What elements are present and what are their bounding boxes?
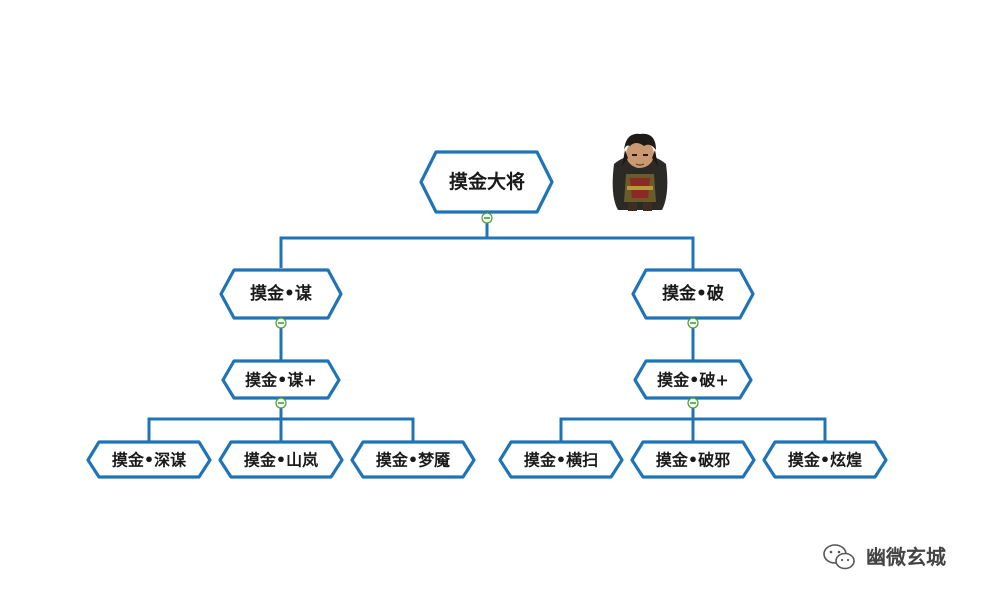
- leaf-node-label: 摸金•炫煌: [788, 451, 862, 470]
- node-mou-label: 摸金•谋: [250, 283, 313, 304]
- node-po[interactable]: 摸金•破: [631, 268, 755, 320]
- leaf-node-poxie[interactable]: 摸金•破邪: [630, 440, 756, 479]
- node-mou-collapse-toggle[interactable]: [275, 317, 287, 329]
- leaf-node-label: 摸金•横扫: [524, 451, 598, 470]
- node-mou-plus-label: 摸金•谋+: [245, 371, 317, 390]
- watermark-text: 幽微玄城: [866, 545, 946, 569]
- node-po-plus-label: 摸金•破+: [657, 371, 729, 390]
- node-po-collapse-toggle[interactable]: [687, 317, 699, 329]
- leaf-node-label: 摸金•破邪: [656, 451, 730, 470]
- leaf-node-hengsao[interactable]: 摸金•横扫: [498, 440, 624, 479]
- root-node-shape: [419, 150, 554, 214]
- leaf-node-mengyan[interactable]: 摸金•梦魇: [350, 440, 476, 479]
- leaf-node-xuanhuang[interactable]: 摸金•炫煌: [762, 440, 888, 479]
- leaf-node-shape: [498, 440, 624, 479]
- root-node[interactable]: 摸金大将: [419, 150, 554, 214]
- wechat-icon: [823, 544, 855, 570]
- leaf-node-shape: [218, 440, 344, 479]
- node-mou-shape: [219, 268, 343, 320]
- leaf-node-shape: [762, 440, 888, 479]
- leaf-node-shape: [86, 440, 212, 479]
- leaf-node-label: 摸金•山岚: [244, 451, 318, 470]
- connectors: [147, 212, 827, 444]
- leaf-node-label: 摸金•梦魇: [376, 451, 451, 470]
- node-po-plus[interactable]: 摸金•破+: [633, 359, 753, 400]
- node-mou-plus[interactable]: 摸金•谋+: [221, 359, 341, 400]
- leaf-node-label: 摸金•深谋: [112, 451, 187, 470]
- leaf-node-shape: [350, 440, 476, 479]
- node-po-shape: [631, 268, 755, 320]
- character-sprite-icon: [612, 133, 668, 211]
- root-node-label: 摸金大将: [449, 170, 525, 193]
- root-collapse-toggle[interactable]: [481, 212, 493, 224]
- node-po-label: 摸金•破: [662, 283, 724, 304]
- node-po-plus-shape: [633, 359, 753, 400]
- leaf-node-shenmou[interactable]: 摸金•深谋: [86, 440, 212, 479]
- node-po-plus-collapse-toggle[interactable]: [687, 397, 699, 409]
- node-mou-plus-collapse-toggle[interactable]: [275, 397, 287, 409]
- leaf-node-shanlan[interactable]: 摸金•山岚: [218, 440, 344, 479]
- watermark: 幽微玄城: [823, 544, 946, 570]
- node-mou-plus-shape: [221, 359, 341, 400]
- node-mou[interactable]: 摸金•谋: [219, 268, 343, 320]
- leaf-node-shape: [630, 440, 756, 479]
